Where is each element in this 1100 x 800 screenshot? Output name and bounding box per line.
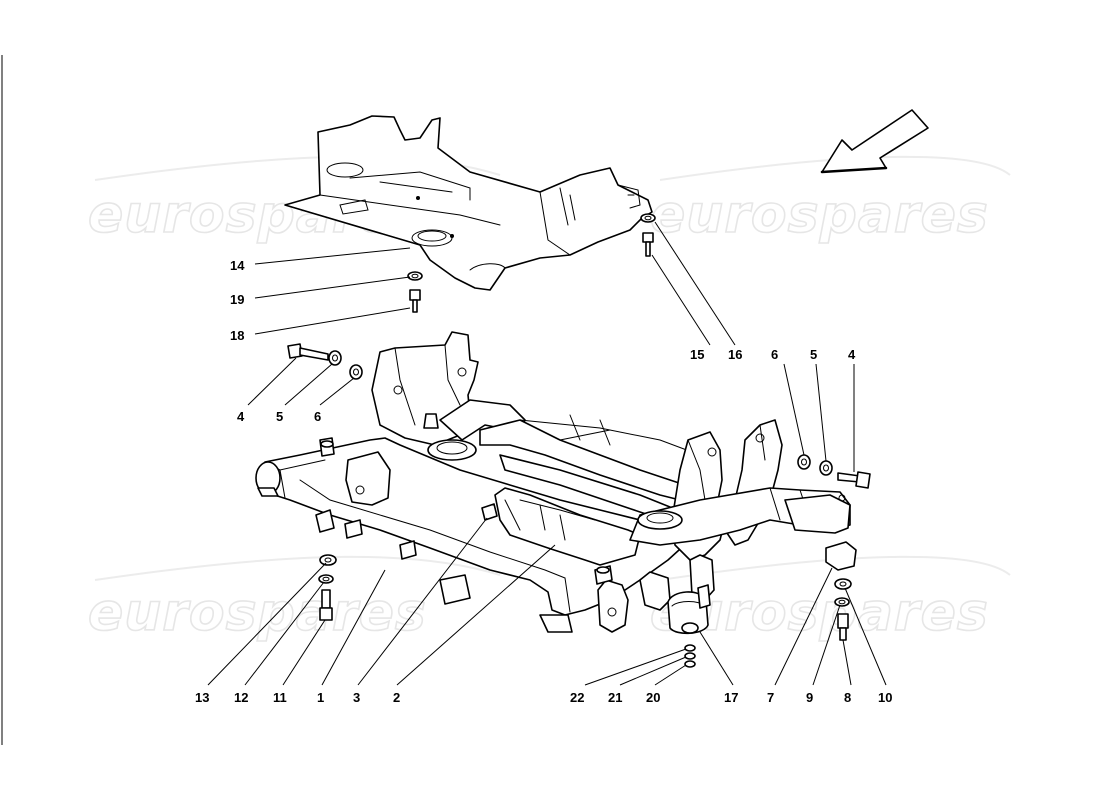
fastener-stack-left [318,554,337,621]
bolt-group-right [797,454,871,489]
callout-6-right: 6 [771,347,778,362]
callout-21: 21 [608,690,622,705]
callout-15: 15 [690,347,704,362]
direction-arrow [820,109,929,174]
callout-1: 1 [317,690,324,705]
front-subframe [255,331,851,633]
callout-20: 20 [646,690,660,705]
callout-10: 10 [878,690,892,705]
callout-7: 7 [767,690,774,705]
callout-9: 9 [806,690,813,705]
callout-18: 18 [230,328,244,343]
callout-22: 22 [570,690,584,705]
callout-4-left: 4 [237,409,245,424]
shield-fasteners [407,213,656,313]
callout-2: 2 [393,690,400,705]
callout-5-right: 5 [810,347,817,362]
callout-13: 13 [195,690,209,705]
callout-5-left: 5 [276,409,283,424]
callout-14: 14 [230,258,245,273]
clamp-17 [667,584,711,668]
callout-11: 11 [273,690,287,705]
fastener-stack-right [825,541,857,641]
callout-4-right: 4 [848,347,856,362]
callout-19: 19 [230,292,244,307]
bolt-group-left [287,343,363,380]
callout-17: 17 [724,690,738,705]
bolt-3 [481,503,498,521]
underbody-shield [284,115,653,291]
watermark-group: eurospares eurospares eurospares eurospa… [87,155,1011,644]
callout-3: 3 [353,690,360,705]
watermark-top-right: eurospares [650,185,989,245]
callout-16: 16 [728,347,742,362]
leader-lines [207,221,887,686]
watermark-bottom-left: eurospares [88,583,427,643]
callout-8: 8 [844,690,851,705]
callout-labels: 14 19 18 15 16 4 5 6 6 5 4 13 12 11 1 3 … [195,258,892,705]
callout-12: 12 [234,690,248,705]
callout-6-left: 6 [314,409,321,424]
